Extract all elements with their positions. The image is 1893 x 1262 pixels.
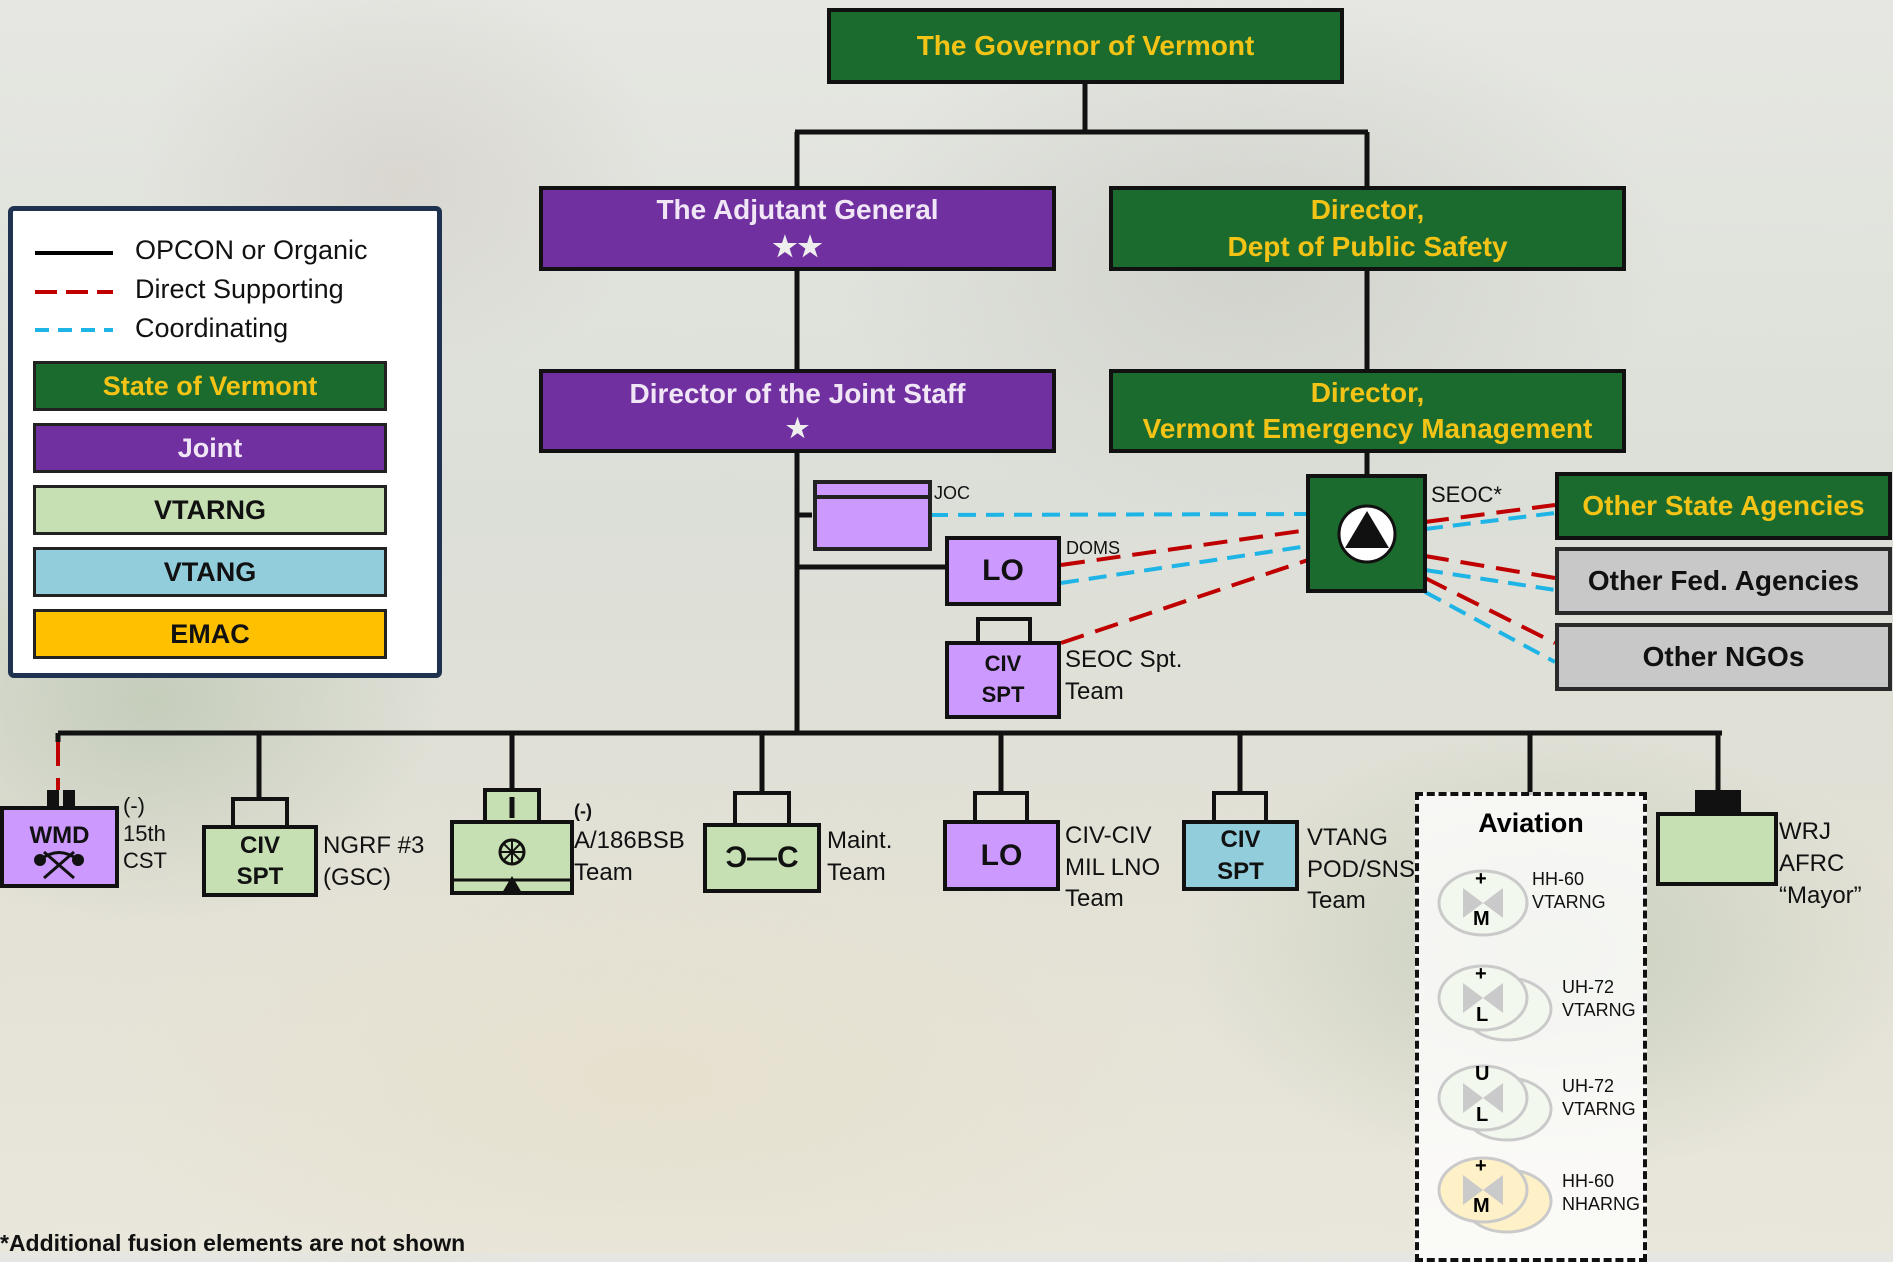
- aviation-1-label: HH-60 VTARNG: [1532, 869, 1606, 912]
- governor-title: The Governor of Vermont: [916, 29, 1255, 61]
- coord-seoc-state: [1424, 511, 1556, 531]
- vtang-civ-text: CIV: [1220, 826, 1261, 854]
- wmd-cst-symbol: [0, 790, 119, 888]
- legend-swatch-vtarng: VTARNG: [33, 485, 387, 535]
- coord-seoc-ngo: [1424, 590, 1556, 664]
- wmd-text: WMD: [29, 822, 90, 849]
- aviation-3-bottom: L: [1476, 1104, 1489, 1126]
- aviation-4-top: +: [1475, 1155, 1487, 1177]
- legend-line-samples: [35, 251, 113, 332]
- other-ngos-box: Other NGOs: [1555, 623, 1892, 691]
- coord-seoc-fed: [1424, 568, 1556, 592]
- maint-label: Maint. Team: [827, 827, 893, 886]
- ngrf-label: NGRF #3 (GSC): [323, 832, 425, 891]
- legend-opcon: OPCON or Organic: [135, 235, 368, 265]
- joc-symbol: [813, 480, 932, 551]
- ngrf-civ-text: CIV: [239, 831, 280, 859]
- support-seoc-ngo: [1424, 576, 1556, 645]
- aviation-2-label: UH-72 VTARNG: [1562, 977, 1636, 1020]
- civciv-lo-box: LO: [943, 820, 1060, 891]
- cst-label: (-) 15th CST: [123, 793, 167, 873]
- legend-swatch-state: State of Vermont: [33, 361, 387, 411]
- other-fed-agencies-box: Other Fed. Agencies: [1555, 547, 1892, 615]
- aviation-4-label: HH-60 NHARNG: [1562, 1171, 1641, 1214]
- doms-lo-box: LO: [945, 536, 1061, 606]
- seoc-spt-handle: [976, 617, 1032, 645]
- vtang-handle: [1212, 791, 1268, 821]
- coord-lo-seoc: [1060, 544, 1309, 585]
- support-lo-seoc: [1060, 528, 1309, 567]
- ngrf-civ-spt-box: LO CIV SPT: [202, 825, 318, 897]
- one-star-icon: ★: [785, 413, 810, 444]
- joc-label: JOC: [934, 483, 970, 503]
- civciv-label: CIV-CIV MIL LNO Team: [1065, 822, 1161, 913]
- other-state-agencies-box: Other State Agencies: [1555, 472, 1892, 540]
- civciv-lo-text: LO: [980, 838, 1023, 872]
- legend-swatch-joint: Joint: [33, 423, 387, 473]
- two-star-icon: ★★: [772, 230, 823, 262]
- director-vem-line1: Director,: [1310, 376, 1425, 408]
- governor-box: The Governor of Vermont: [827, 8, 1344, 84]
- director-joint-staff-title: Director of the Joint Staff: [629, 377, 966, 409]
- legend-coordinating: Coordinating: [135, 313, 289, 343]
- adjutant-general-title: The Adjutant General: [656, 194, 939, 226]
- aviation-title: Aviation: [1478, 808, 1584, 838]
- maintenance-icon: Ɔ—C: [725, 841, 799, 874]
- civciv-handle: [973, 791, 1029, 821]
- aviation-1-bottom: M: [1473, 908, 1490, 930]
- other-fed-agencies-text: Other Fed. Agencies: [1587, 565, 1860, 596]
- wrj-symbol: [1656, 790, 1778, 886]
- legend-swatch-vtang: VTANG: [33, 547, 387, 597]
- bsb-minus: (-): [574, 801, 592, 821]
- seoc-spt-civ: CIV: [984, 651, 1022, 677]
- director-joint-staff-box: Director of the Joint Staff ★: [539, 369, 1056, 453]
- ngrf-handle: [231, 797, 289, 825]
- maint-box: Ɔ—C: [703, 823, 821, 893]
- vtang-civ-spt-box: CIV SPT: [1182, 820, 1299, 891]
- aviation-group: Aviation: [1415, 792, 1647, 1262]
- footnote: *Additional fusion elements are not show…: [0, 1230, 466, 1256]
- other-ngos-text: Other NGOs: [1642, 641, 1805, 672]
- director-dps-box: Director, Dept of Public Safety: [1109, 186, 1626, 271]
- doms-label: DOMS: [1066, 538, 1120, 558]
- aviation-3-top: U: [1475, 1063, 1490, 1085]
- support-seoc-state: [1424, 503, 1556, 524]
- bsb-symbol: [450, 788, 574, 895]
- seoc-spt-box: CIV SPT: [945, 641, 1061, 719]
- doms-lo-text: LO: [982, 554, 1024, 587]
- aviation-3-label: UH-72 VTARNG: [1562, 1076, 1636, 1119]
- seoc-symbol: [1306, 474, 1427, 593]
- director-vem-box: Director, Vermont Emergency Management: [1109, 369, 1626, 453]
- aviation-2-bottom: L: [1476, 1004, 1489, 1026]
- adjutant-general-box: The Adjutant General ★★: [539, 186, 1056, 271]
- aviation-2-top: +: [1475, 963, 1487, 985]
- support-seoc-fed: [1424, 554, 1556, 580]
- other-state-agencies-text: Other State Agencies: [1582, 489, 1865, 521]
- wrj-label: WRJ AFRC “Mayor”: [1779, 818, 1862, 909]
- aviation-1-top: +: [1475, 868, 1487, 890]
- maint-handle: [733, 791, 791, 823]
- seoc-spt-label: SEOC Spt. Team: [1065, 646, 1183, 705]
- support-civspt-seoc: [1060, 558, 1309, 645]
- ngrf-spt-text: SPT: [236, 863, 284, 890]
- vtang-spt-text: SPT: [1217, 857, 1264, 885]
- vtang-label: VTANG POD/SNS Team: [1307, 824, 1416, 915]
- aviation-4-bottom: M: [1473, 1195, 1490, 1217]
- seoc-label: SEOC*: [1431, 482, 1502, 507]
- director-dps-line2: Dept of Public Safety: [1227, 230, 1508, 262]
- legend-swatch-emac: EMAC: [33, 609, 387, 659]
- bsb-label: A/186BSB Team: [574, 827, 685, 886]
- legend: OPCON or Organic Direct Supporting Coord…: [8, 206, 442, 678]
- seoc-spt-spt: SPT: [981, 682, 1025, 707]
- coord-joc-seoc: [929, 512, 1309, 517]
- director-dps-line1: Director,: [1310, 194, 1425, 226]
- legend-direct-supporting: Direct Supporting: [135, 274, 344, 304]
- director-vem-line2: Vermont Emergency Management: [1142, 413, 1593, 444]
